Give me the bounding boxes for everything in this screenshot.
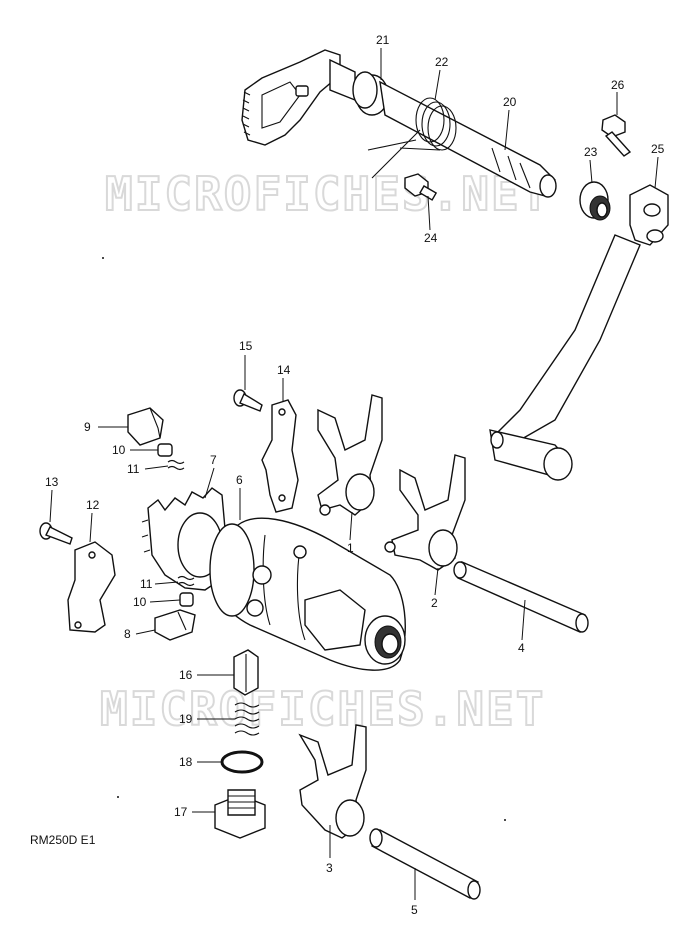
print-speck	[504, 819, 506, 821]
part-8-cam-stopper-lower	[154, 609, 196, 641]
callout-17: 17	[174, 805, 188, 819]
part-25-gearshift-lever	[489, 184, 669, 481]
part-6-gearshift-cam	[209, 517, 406, 671]
watermark-top: MICROFICHES.NET	[105, 167, 550, 221]
part-18-o-ring	[220, 750, 264, 774]
part-5-fork-shaft	[369, 828, 481, 900]
callout-6: 6	[236, 473, 243, 487]
callout-9: 9	[84, 420, 91, 434]
part-12-cam-guide-plate	[67, 541, 116, 633]
callout-2: 2	[431, 596, 438, 610]
callout-10-bottom: 10	[133, 595, 147, 609]
callout-11-bottom: 11	[140, 577, 153, 591]
part-15-screw	[233, 389, 263, 412]
callout-19: 19	[179, 712, 193, 726]
callout-3: 3	[326, 861, 333, 875]
callout-1: 1	[347, 541, 354, 555]
part-9-cam-stopper	[127, 407, 164, 446]
callout-20: 20	[503, 95, 517, 109]
part-16-plug	[233, 649, 259, 696]
callout-10-top: 10	[112, 443, 126, 457]
callout-14: 14	[277, 363, 291, 377]
model-code-label: RM250D E1	[30, 833, 96, 847]
callout-18: 18	[179, 755, 193, 769]
callout-21: 21	[376, 33, 390, 47]
callout-15: 15	[239, 339, 253, 353]
part-22-return-spring	[367, 97, 457, 179]
part-10-pin-top	[157, 443, 173, 457]
callout-26: 26	[611, 78, 625, 92]
print-speck	[102, 257, 104, 259]
callout-7: 7	[210, 453, 217, 467]
callout-24: 24	[424, 231, 438, 245]
callout-11-top: 11	[127, 462, 140, 476]
part-4-fork-shaft	[453, 561, 589, 633]
leader-lines	[49, 48, 659, 900]
callout-5: 5	[411, 903, 418, 917]
part-26-bolt	[601, 114, 632, 157]
part-21-gearshift-arm	[241, 49, 389, 146]
part-24-bolt	[404, 173, 438, 201]
part-3-shift-fork	[298, 724, 367, 839]
callout-22: 22	[435, 55, 449, 69]
part-19-spring	[234, 702, 260, 736]
part-1-shift-fork	[317, 394, 383, 516]
callout-8: 8	[124, 627, 131, 641]
print-speck	[117, 796, 119, 798]
callout-13: 13	[45, 475, 59, 489]
part-17-plug-bolt	[214, 789, 266, 839]
callout-16: 16	[179, 668, 193, 682]
part-23-oil-seal	[579, 181, 611, 221]
part-20-gearshift-shaft	[379, 80, 557, 198]
part-10-pin-bottom	[179, 592, 194, 607]
part-13-screw	[39, 522, 73, 545]
callout-labels: 21 22 20 26 23 25 24 15 14 9 10 11 7 6 1…	[45, 33, 665, 917]
part-11-spring-bottom	[177, 575, 195, 587]
part-2-shift-fork	[384, 454, 466, 571]
callout-23: 23	[584, 145, 598, 159]
watermark-bottom: MICROFICHES.NET	[100, 682, 545, 736]
callout-4: 4	[518, 641, 525, 655]
callout-25: 25	[651, 142, 665, 156]
part-14-stopper-plate	[261, 399, 299, 513]
part-11-spring-top	[167, 459, 185, 471]
callout-12: 12	[86, 498, 100, 512]
